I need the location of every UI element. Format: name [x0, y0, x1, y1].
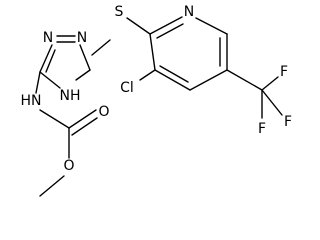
bond-carbonyl-c-o	[68, 109, 97, 129]
bond-pyr-cf3	[226, 69, 263, 91]
atom-n-triazole-right: N	[77, 30, 87, 46]
bond-pyr-c2-n-double	[156, 23, 184, 39]
atom-chlorine: Cl	[120, 80, 134, 96]
bond-pyr-c5-c4	[189, 69, 228, 91]
bond-pyr-c2-n	[149, 16, 183, 35]
atom-n-triazole-left: N	[43, 30, 53, 46]
bond-sulfur-pyridine	[126, 17, 151, 35]
bond-pyr-c3-c2	[149, 33, 156, 71]
bond-triazole-c3-n-left	[39, 44, 53, 73]
bond-triazole-n-c5	[79, 44, 91, 71]
atom-labels: N N NH S N Cl F F F HN O O	[21, 4, 293, 174]
bond-triazole-nh-carbamate	[35, 71, 41, 94]
bond-triazole-c5-nh	[75, 69, 91, 81]
bonds	[35, 16, 283, 197]
atom-n-pyridine: N	[184, 4, 194, 20]
atom-nh-carbamate: HN	[21, 93, 42, 109]
bond-triazole-sulfur	[91, 39, 111, 56]
atom-fluorine-3: F	[258, 121, 266, 137]
bond-cf3-f-top	[261, 76, 279, 91]
bond-o-methyl	[39, 175, 65, 197]
atom-o-ester: O	[63, 158, 74, 174]
bond-pyr-c4-c3-double	[159, 65, 189, 83]
bond-carbonyl-c-o-double	[71, 117, 98, 136]
bond-pyr-chlorine	[139, 69, 156, 81]
atom-nh-triazole: NH	[60, 88, 81, 104]
atom-o-carbonyl: O	[98, 104, 109, 120]
atom-fluorine-1: F	[280, 64, 288, 80]
bond-nh-carbonyl-c	[39, 109, 70, 129]
atom-sulfur: S	[115, 4, 124, 20]
bond-triazole-nh-c3	[39, 71, 61, 89]
bond-triazole-c3-n-double	[45, 49, 56, 73]
molecule-structure: N N NH S N Cl F F F HN O O	[21, 4, 293, 197]
bond-pyr-n-c6	[195, 17, 228, 35]
bond-pyr-c4-c3	[154, 69, 191, 91]
bond-cf3-f-right	[261, 89, 283, 116]
atom-fluorine-2: F	[284, 114, 292, 130]
